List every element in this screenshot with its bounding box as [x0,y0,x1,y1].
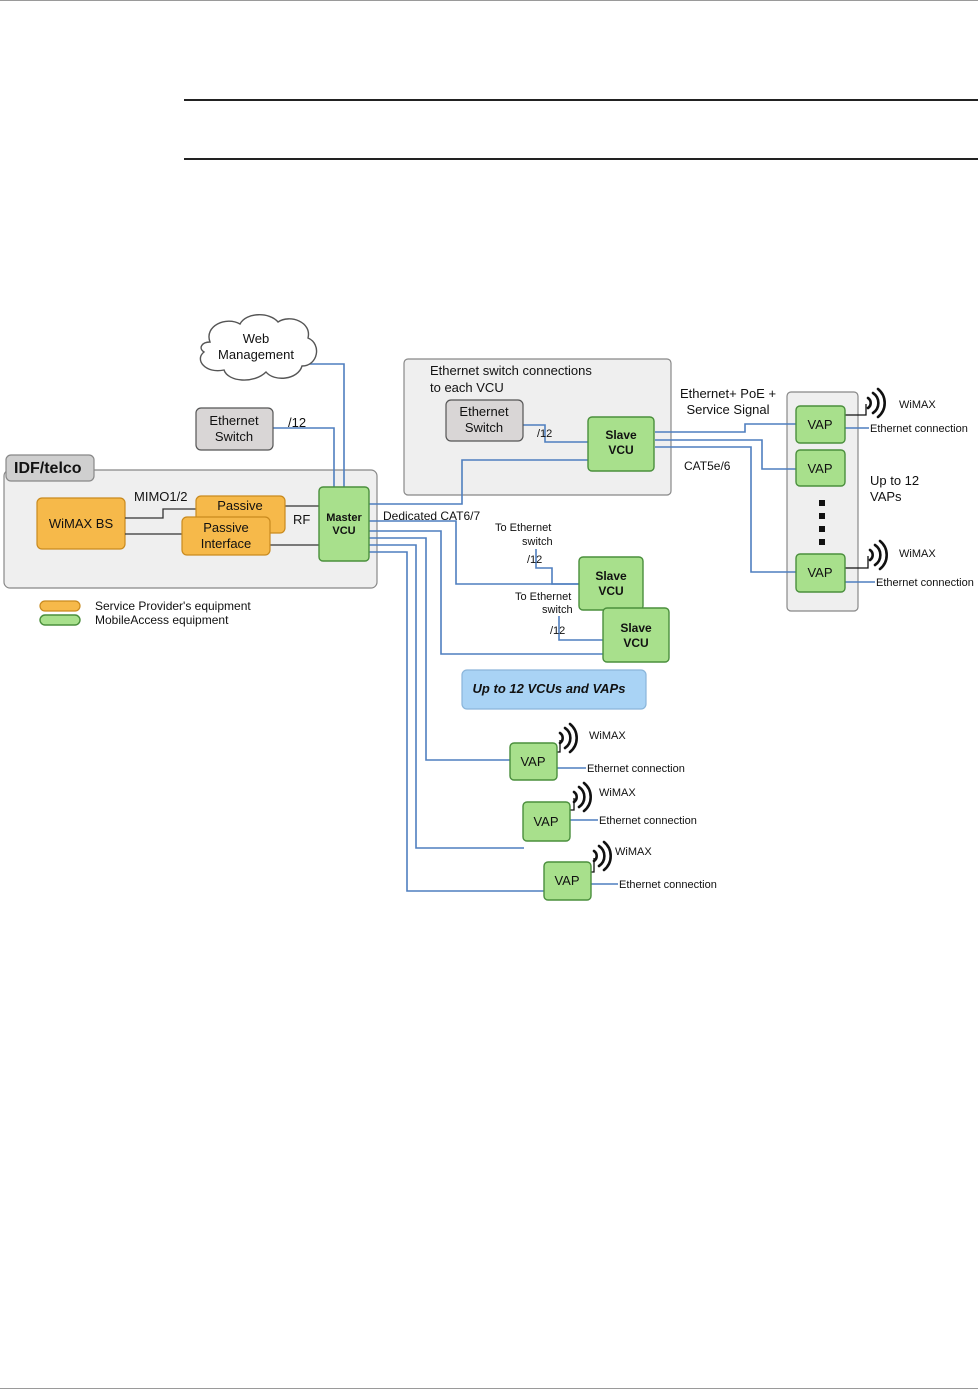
vap-stack-1-label: VAP [807,417,832,432]
slave-vcu-2-line2: VCU [598,584,623,598]
ethernet-panel-title-line2: to each VCU [430,380,504,395]
vap-lower-2 [522,801,571,842]
slave-vcu-3-box [602,607,670,663]
up-to-12-vaps-line1: Up to 12 [870,473,919,488]
vap-stack-1 [795,405,846,444]
vap-lower-2-label: VAP [533,814,558,829]
bs-to-passive-lines [125,505,319,546]
ethernet-switch-panel-line2: Switch [465,420,503,435]
ethernet-switch-left-line2: Switch [215,429,253,444]
master-vcu-line2: VCU [332,525,355,537]
wimax-label-right-2: WiMAX [899,548,936,560]
rf-label: RF [293,512,310,527]
wimax-bs-box [36,497,126,550]
note-top-rule [184,99,978,101]
slash12-label-1: /12 [527,554,542,566]
mimo-label: MIMO1/2 [134,489,187,504]
ethernet-switch-left-line1: Ethernet [209,413,259,428]
poe-label-line1: Ethernet+ PoE + [680,386,776,401]
vap-stack-3 [795,553,846,593]
slave-vcu-3-line2: VCU [623,636,648,650]
wifi-signal-icon [572,781,592,813]
passive-top-label: Passive [217,498,263,513]
idf-telco-tab [5,454,95,482]
legend-provider-label: Service Provider's equipment [95,599,251,613]
note-bottom-rule [184,158,978,160]
legend-provider-swatch [39,600,81,612]
page-top-rule [0,0,978,1]
ethernet-switch-left [195,407,274,451]
web-management-line1: Web [243,331,270,346]
poe-label-line2: Service Signal [686,402,769,417]
passive-interface-line1: Passive [203,520,249,535]
slash12-label-2: /12 [550,625,565,637]
slash12-panel-label: /12 [537,428,552,440]
antenna-stems [557,404,869,873]
cat5-label: CAT5e/6 [684,459,731,473]
ethernet-switch-panel-line1: Ethernet [459,404,509,419]
slave-vcu-3-line1: Slave [620,621,652,635]
to-ethernet-switch-1-line1: To Ethernet [495,522,551,534]
passive-interface-line2: Interface [201,536,252,551]
vap-lower-1 [509,742,558,781]
master-vcu-box [318,486,370,562]
wifi-signal-icon [868,539,888,571]
wimax-bs-label: WiMAX BS [49,516,114,531]
legend-mobileaccess-label: MobileAccess equipment [95,613,229,627]
up-to-12-callout [461,669,647,710]
slave-vcu-top-line1: Slave [605,428,637,442]
up-to-12-callout-label: Up to 12 VCUs and VAPs [473,681,626,696]
ethernet-panel-title-line1: Ethernet switch connections [430,363,592,378]
passive-interface-box [181,516,271,556]
wifi-signal-icon [866,387,886,419]
idf-telco-label: IDF/telco [14,460,82,477]
page-bottom-rule [0,1388,978,1389]
slave-vcu-top-line2: VCU [608,443,633,457]
dedicated-cat-label: Dedicated CAT6/7 [383,509,480,523]
wimax-label-lower-1: WiMAX [589,730,626,742]
slave-vcu-top-box [587,416,655,472]
vap-stack-3-label: VAP [807,565,832,580]
vap-stack-2-label: VAP [807,461,832,476]
to-ethernet-switch-2-line1: To Ethernet [515,591,571,603]
master-vcu-line1: Master [326,512,362,524]
slave-vcu-2-line1: Slave [595,569,627,583]
wifi-signal-icon [592,840,612,872]
vap-lower-3 [543,861,592,901]
web-management-line2: Management [218,347,294,362]
vap-stack-2 [795,449,846,487]
legend-mobileaccess-swatch [39,614,81,626]
vap-lower-1-label: VAP [520,754,545,769]
to-ethernet-switch-2-line2: switch [542,604,573,616]
to-ethernet-switch-1-line2: switch [522,536,553,548]
ethernet-connection-right-2: Ethernet connection [876,577,974,589]
vap-lower-3-label: VAP [554,873,579,888]
vap-ellipsis-dots [819,500,825,545]
ethernet-connection-lower-2: Ethernet connection [599,815,697,827]
wimax-label-right-1: WiMAX [899,399,936,411]
up-to-12-vaps-line2: VAPs [870,489,902,504]
wimax-label-lower-3: WiMAX [615,846,652,858]
wimax-label-lower-2: WiMAX [599,787,636,799]
wifi-signal-icon [558,722,578,754]
ethernet-switch-panel-box [445,399,524,442]
link-lines [273,363,875,892]
ethernet-connection-right-1: Ethernet connection [870,423,968,435]
web-management-cloud [199,314,318,381]
ethernet-connection-lower-1: Ethernet connection [587,763,685,775]
ethernet-connection-lower-3: Ethernet connection [619,879,717,891]
slash12-left-label: /12 [288,415,306,430]
